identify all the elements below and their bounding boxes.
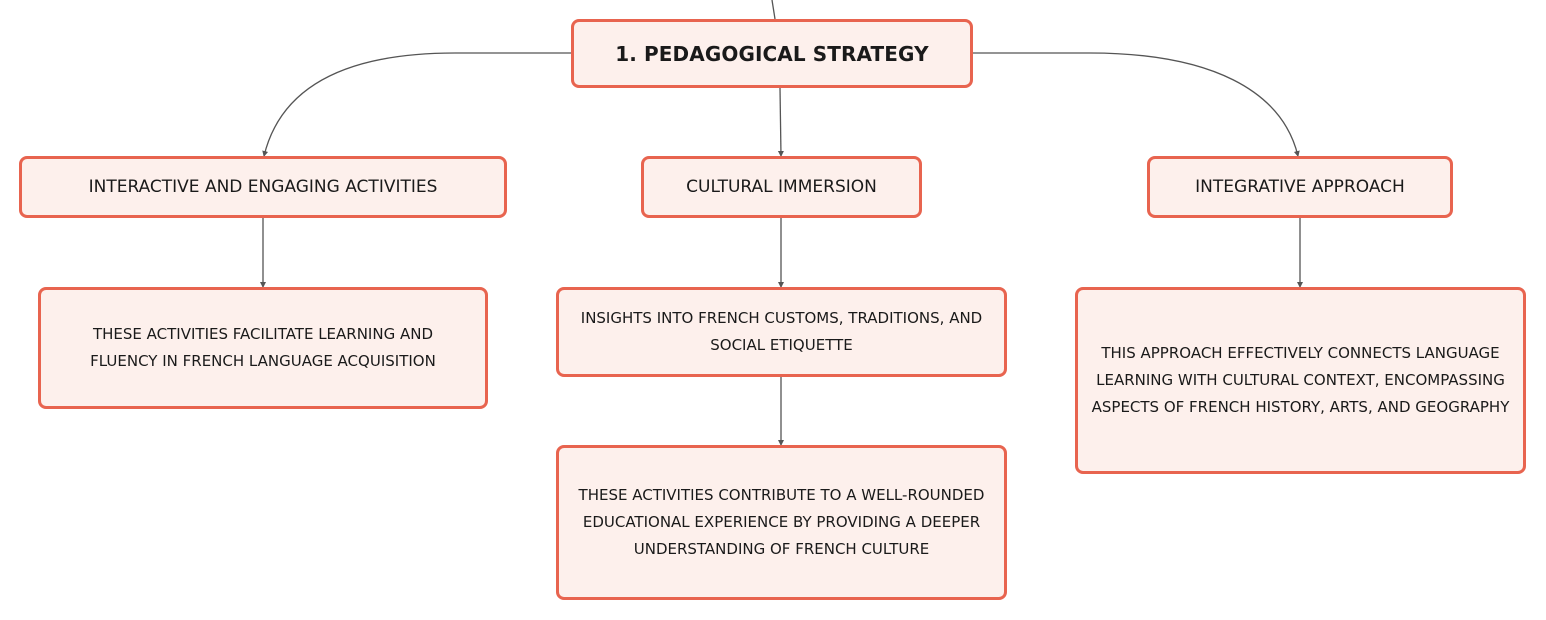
root-label: 1. PEDAGOGICAL STRATEGY: [615, 41, 929, 66]
connector-root-to-cultural: [777, 87, 784, 157]
detail-node-cultural-contribution[interactable]: THESE ACTIVITIES CONTRIBUTE TO A WELL-RO…: [556, 445, 1007, 600]
detail-node-interactive-activities[interactable]: THESE ACTIVITIES FACILITATE LEARNING AND…: [38, 287, 488, 409]
detail-node-integrative-approach[interactable]: THIS APPROACH EFFECTIVELY CONNECTS LANGU…: [1075, 287, 1526, 474]
detail-node-cultural-insights[interactable]: INSIGHTS INTO FRENCH CUSTOMS, TRADITIONS…: [556, 287, 1007, 377]
branch-label-integrative-approach: INTEGRATIVE APPROACH: [1195, 177, 1405, 197]
branch-label-cultural-immersion: CULTURAL IMMERSION: [686, 177, 877, 197]
detail-text-cultural-contribution: THESE ACTIVITIES CONTRIBUTE TO A WELL-RO…: [578, 486, 985, 558]
branch-node-integrative-approach[interactable]: INTEGRATIVE APPROACH: [1147, 156, 1453, 218]
connector-root-to-interactive: [262, 52, 571, 157]
branch-label-interactive-activities: INTERACTIVE AND ENGAGING ACTIVITIES: [88, 177, 438, 197]
root-node[interactable]: 1. PEDAGOGICAL STRATEGY: [571, 19, 973, 88]
detail-text-cultural-insights: INSIGHTS INTO FRENCH CUSTOMS, TRADITIONS…: [580, 309, 983, 354]
branch-node-cultural-immersion[interactable]: CULTURAL IMMERSION: [641, 156, 922, 218]
detail-text-interactive-activities: THESE ACTIVITIES FACILITATE LEARNING AND…: [90, 325, 436, 370]
incoming-connector: [771, 0, 776, 20]
detail-text-integrative-approach: THIS APPROACH EFFECTIVELY CONNECTS LANGU…: [1091, 344, 1510, 416]
branch-node-interactive-activities[interactable]: INTERACTIVE AND ENGAGING ACTIVITIES: [19, 156, 507, 218]
connector-root-to-integrative: [973, 52, 1300, 157]
